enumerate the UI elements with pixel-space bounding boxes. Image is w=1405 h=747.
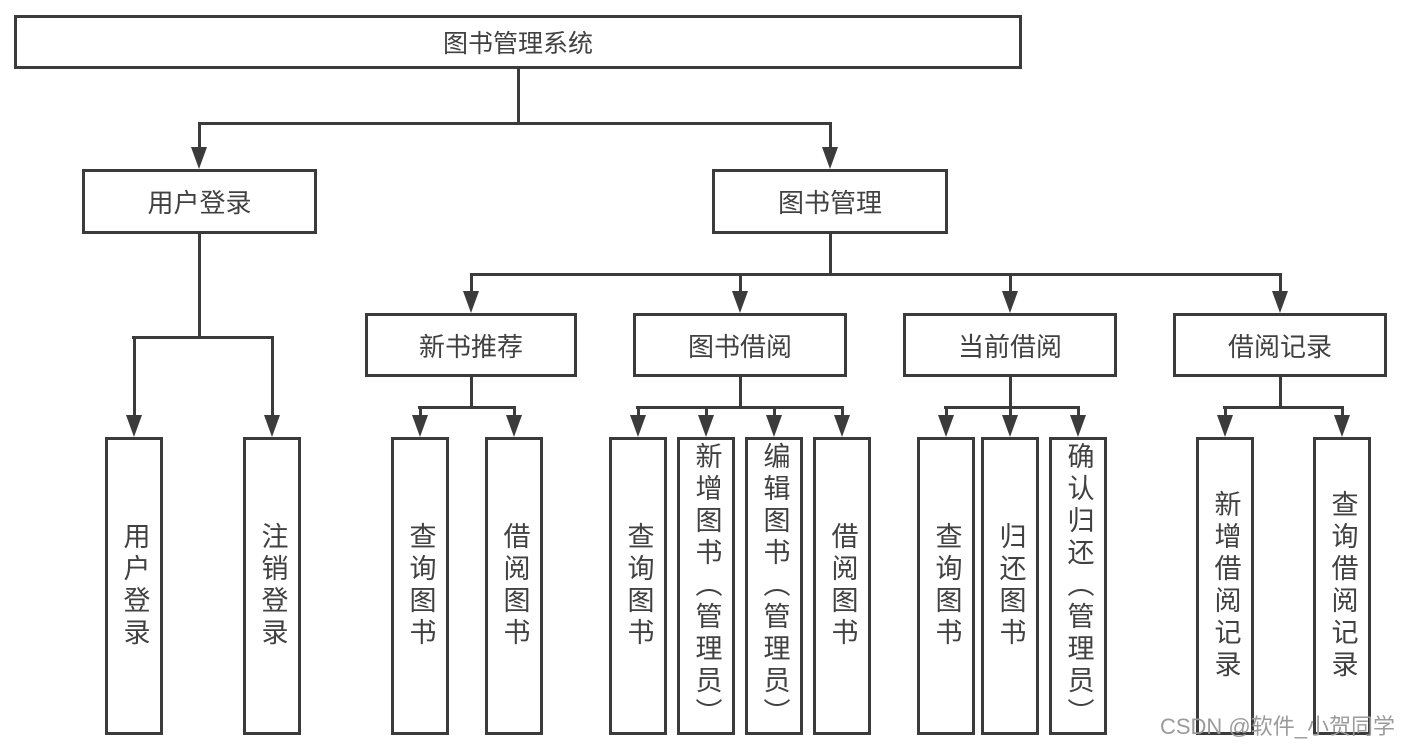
- connector-line: [1341, 406, 1344, 418]
- connector-line: [1223, 406, 1343, 409]
- arrow-down-icon: [732, 291, 748, 313]
- leaf-borrow-books-recommend: 借阅图书: [485, 437, 543, 735]
- connector-line: [829, 122, 832, 149]
- leaf-query-borrow-record: 查询借阅记录: [1313, 437, 1371, 735]
- node-book-borrowing: 图书借阅: [633, 313, 847, 377]
- node-book-management: 图书管理: [712, 169, 948, 234]
- arrow-down-icon: [463, 291, 479, 313]
- connector-line: [1279, 273, 1282, 293]
- connector-line: [470, 273, 1282, 276]
- leaf-logout: 注销登录: [243, 437, 301, 735]
- leaf-label: 确认归还（管理员）: [1063, 442, 1094, 730]
- connector-line: [271, 336, 274, 417]
- leaf-label: 借阅图书: [499, 522, 530, 650]
- connector-line: [1224, 406, 1227, 418]
- arrow-down-icon: [264, 415, 280, 437]
- arrow-down-icon: [412, 415, 428, 437]
- arrow-down-icon: [1272, 291, 1288, 313]
- leaf-label: 新增借阅记录: [1210, 490, 1241, 682]
- arrow-down-icon: [191, 147, 207, 169]
- arrow-down-icon: [822, 147, 838, 169]
- leaf-add-borrow-record: 新增借阅记录: [1196, 437, 1254, 735]
- arrow-down-icon: [1002, 291, 1018, 313]
- node-library-management-system: 图书管理系统: [14, 15, 1022, 69]
- node-label: 图书管理: [777, 188, 882, 218]
- connector-line: [1009, 406, 1012, 418]
- connector-line: [1009, 376, 1012, 408]
- connector-line: [133, 336, 136, 417]
- connector-line: [1009, 273, 1012, 293]
- arrow-down-icon: [1217, 415, 1233, 437]
- connector-line: [636, 406, 843, 409]
- connector-line: [739, 273, 742, 293]
- node-label: 新书推荐: [418, 331, 523, 362]
- node-borrowing-records: 借阅记录: [1173, 313, 1387, 377]
- connector-line: [470, 273, 473, 293]
- node-current-borrowing: 当前借阅: [903, 313, 1117, 377]
- node-label: 用户登录: [147, 188, 252, 218]
- arrow-down-icon: [698, 415, 714, 437]
- connector-line: [132, 336, 273, 339]
- leaf-label: 查询图书: [931, 522, 962, 650]
- leaf-label: 借阅图书: [827, 522, 858, 650]
- leaf-borrow-books: 借阅图书: [813, 437, 871, 735]
- connector-line: [198, 122, 201, 149]
- connector-line: [1077, 406, 1080, 418]
- arrow-down-icon: [766, 415, 782, 437]
- connector-line: [841, 406, 844, 418]
- arrow-down-icon: [1334, 415, 1350, 437]
- leaf-query-books-recommend: 查询图书: [391, 437, 449, 735]
- leaf-label: 注销登录: [257, 522, 288, 650]
- connector-line: [945, 406, 948, 418]
- arrow-down-icon: [126, 415, 142, 437]
- watermark: CSDN @软件_小贺同学: [1159, 714, 1395, 739]
- connector-line: [1279, 376, 1282, 408]
- leaf-edit-books-admin: 编辑图书（管理员）: [745, 437, 803, 735]
- arrow-down-icon: [938, 415, 954, 437]
- leaf-query-books-borrowing: 查询图书: [609, 437, 667, 735]
- node-user-login: 用户登录: [82, 169, 317, 234]
- connector-line: [513, 406, 516, 418]
- node-label: 图书借阅: [687, 331, 792, 362]
- arrow-down-icon: [1002, 415, 1018, 437]
- leaf-label: 用户登录: [119, 522, 150, 650]
- leaf-label: 查询图书: [623, 522, 654, 650]
- node-label: 图书管理系统: [442, 30, 593, 58]
- arrow-down-icon: [834, 415, 850, 437]
- connector-line: [418, 406, 515, 409]
- leaf-label: 新增图书（管理员）: [691, 442, 722, 730]
- arrow-down-icon: [1070, 415, 1086, 437]
- leaf-add-books-admin: 新增图书（管理员）: [677, 437, 735, 735]
- leaf-user-login: 用户登录: [105, 437, 163, 735]
- leaf-confirm-return-admin: 确认归还（管理员）: [1049, 437, 1107, 735]
- leaf-label: 编辑图书（管理员）: [759, 442, 790, 730]
- leaf-label: 查询借阅记录: [1327, 490, 1358, 682]
- connector-line: [470, 376, 473, 408]
- connector-line: [419, 406, 422, 418]
- leaf-label: 归还图书: [995, 522, 1026, 650]
- arrow-down-icon: [630, 415, 646, 437]
- connector-line: [705, 406, 708, 418]
- leaf-query-books-current: 查询图书: [917, 437, 975, 735]
- connector-line: [198, 233, 201, 336]
- node-label: 当前借阅: [957, 331, 1062, 362]
- arrow-down-icon: [506, 415, 522, 437]
- connector-line: [829, 233, 832, 275]
- connector-line: [773, 406, 776, 418]
- connector-line: [739, 376, 742, 408]
- leaf-return-books: 归还图书: [981, 437, 1039, 735]
- leaf-label: 查询图书: [405, 522, 436, 650]
- connector-line: [198, 122, 832, 125]
- node-label: 借阅记录: [1227, 331, 1332, 362]
- connector-line: [637, 406, 640, 418]
- connector-line: [517, 68, 520, 124]
- node-new-book-recommend: 新书推荐: [365, 313, 577, 377]
